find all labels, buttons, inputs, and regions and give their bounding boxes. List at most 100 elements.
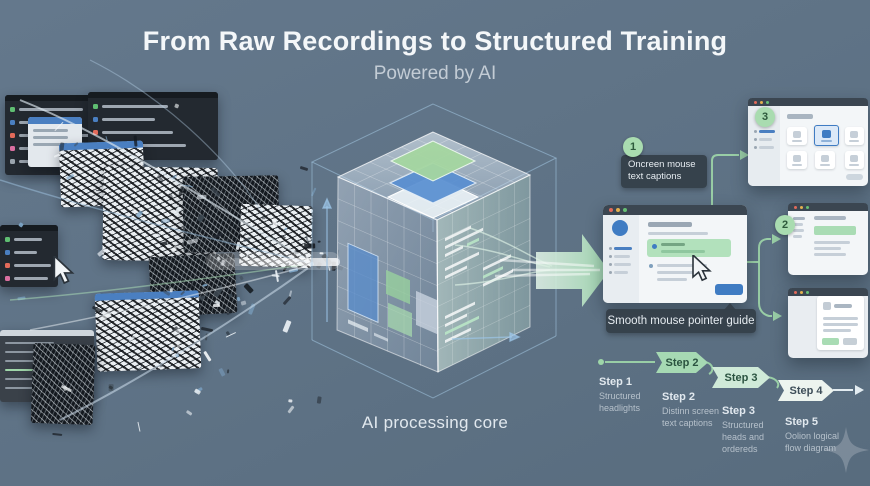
collage-window [238, 203, 314, 269]
window-titlebar [788, 288, 868, 296]
debris-shard [288, 267, 298, 273]
step-title: Step 2 [662, 391, 696, 403]
step-desc: Distinn screen text captions [662, 406, 720, 428]
secondary-button [843, 338, 857, 345]
page-title: From Raw Recordings to Structured Traini… [142, 26, 728, 56]
debris-shard [169, 287, 173, 293]
blue-layer [388, 162, 478, 204]
debris-shard [109, 384, 114, 391]
step-item-1: Step 1 Structured headlights [599, 375, 655, 415]
debris-shard [240, 300, 248, 306]
debris-shard [299, 165, 308, 172]
debris-shard [336, 249, 340, 258]
cursor-icon [53, 256, 75, 285]
debris-shard [287, 404, 295, 414]
banner-step-3: Step 3 [712, 367, 770, 388]
debris-shard [282, 320, 292, 334]
debris-shard [226, 368, 230, 374]
debris-shard [317, 240, 322, 243]
step-desc: Structured headlights [599, 391, 641, 413]
traffic-lights-icon [794, 205, 797, 209]
debris-shard [247, 302, 256, 315]
cube-green-tile [386, 269, 410, 305]
traffic-lights-icon [794, 290, 797, 294]
avatar [612, 220, 628, 236]
output-arrow [494, 234, 609, 307]
traffic-lights-icon [754, 100, 757, 104]
debris-shard [310, 187, 316, 197]
pill-button [846, 174, 863, 180]
step-badge-1: 1 [623, 137, 643, 157]
debris-shard [243, 283, 254, 294]
banner-step-2: Step 2 [656, 352, 708, 373]
cube-right-face [437, 182, 530, 365]
mock-window-list [788, 203, 868, 275]
tooltip-arrow-icon [724, 303, 736, 310]
debris-shard [321, 253, 333, 266]
debris-shard [331, 261, 337, 272]
mock-window-main [603, 205, 747, 303]
debris-shard [316, 396, 322, 404]
debris-shard [225, 309, 233, 316]
debris-shard [187, 283, 196, 289]
pointer-tooltip: Smooth mouse pointer guide [606, 303, 756, 333]
debris-shard [274, 269, 279, 282]
mock-window-form [788, 288, 868, 358]
step-item-2: Step 2 Distinn screen text captions [662, 390, 732, 430]
debris-shard [239, 275, 245, 281]
debris-shard [304, 243, 316, 249]
pointer-tooltip-label: Smooth mouse pointer guide [607, 315, 755, 327]
window-titlebar [788, 203, 868, 211]
form-card [817, 296, 864, 350]
caption-chip: Oncreen mouse text captions [621, 155, 707, 188]
step-item-3: Step 3 Structured heads and ordereds [722, 404, 780, 455]
debris-shard [287, 398, 293, 403]
debris-shard [282, 296, 292, 306]
collage-window [30, 342, 96, 426]
step-badge-2: 2 [775, 215, 795, 235]
flow-end-arrow [833, 385, 864, 395]
cube-top-layers [386, 140, 480, 219]
confirm-button [822, 338, 839, 345]
traffic-lights-icon [609, 208, 613, 212]
step-title: Step 1 [599, 376, 633, 388]
banner-step-4: Step 4 [778, 380, 834, 401]
debris-shard [59, 143, 64, 151]
raw-recordings-collage [0, 0, 360, 486]
cube-gray-tile [416, 290, 438, 335]
collage-window [0, 225, 58, 287]
window-titlebar [748, 98, 868, 106]
debris-shard [133, 136, 137, 147]
debris-shard [245, 252, 249, 258]
debris-shard [236, 296, 241, 301]
primary-button [715, 284, 743, 295]
cursor-icon [692, 255, 712, 282]
step-desc: Structured heads and ordereds [722, 420, 765, 454]
debris-shard [185, 409, 193, 416]
green-layer [389, 140, 477, 182]
debris-shard [177, 343, 181, 349]
debris-shard [204, 333, 208, 341]
debris-shard [52, 432, 63, 436]
core-label: AI processing core [361, 413, 509, 432]
step-title: Step 3 [722, 405, 756, 417]
window-titlebar [603, 205, 747, 215]
debris-shard [197, 194, 207, 199]
debris-shard [137, 421, 142, 432]
flow-curves [454, 227, 553, 286]
page-subtitle: Powered by AI [373, 63, 497, 84]
debris-shard [316, 261, 323, 270]
debris-shard [203, 350, 212, 362]
highlight-row [814, 226, 856, 235]
debris-shard [225, 330, 230, 336]
debris-shard [218, 367, 226, 377]
debris-shard [328, 266, 331, 272]
collage-window [94, 290, 202, 372]
highlight-callout [647, 239, 731, 257]
step-item-5: Step 5 Oolion logical flow diagram [785, 415, 853, 455]
debris-shard [200, 326, 213, 332]
selected-card [814, 125, 839, 146]
step-title: Step 5 [785, 416, 819, 428]
step-desc: Oolion logical flow diagram [785, 431, 840, 453]
